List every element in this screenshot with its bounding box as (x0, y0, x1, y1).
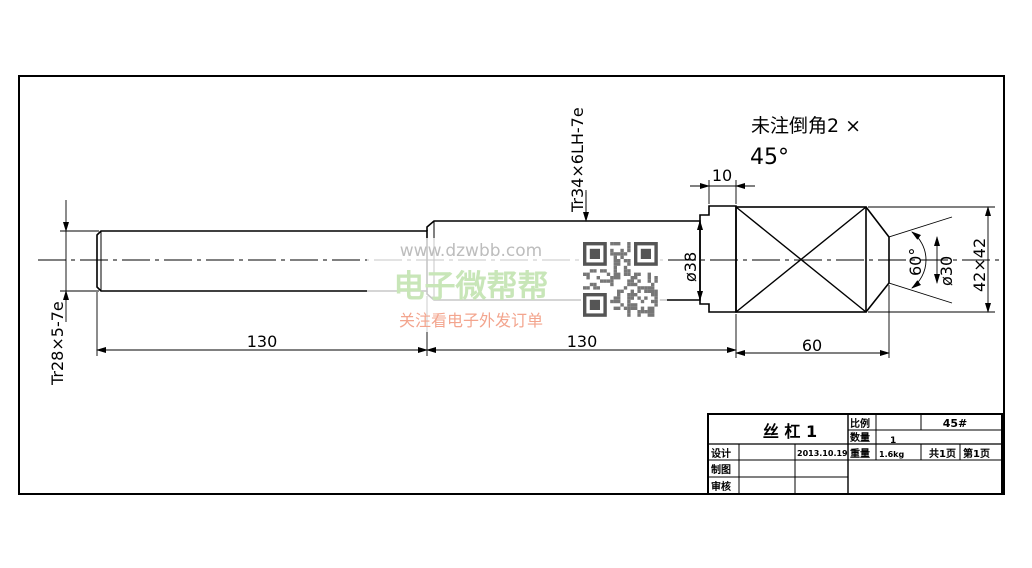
sheets-total: 共1页 (929, 447, 956, 460)
quantity-label: 数量 (850, 431, 870, 444)
sheet-number: 第1页 (963, 447, 990, 460)
checked-label: 审核 (711, 480, 731, 493)
chamfer-note-line2: 45° (750, 145, 789, 170)
weight-value: 1.6kg (879, 450, 904, 459)
chamfer-note-line1: 未注倒角2 × (751, 115, 861, 137)
dim-angle-60: 60° (906, 248, 925, 276)
dim-thread-mid: Tr34×6LH-7e (568, 107, 587, 213)
weight-label: 重量 (850, 447, 870, 460)
watermark-url: www.dzwbb.com (400, 241, 542, 261)
dim-length-right: 60 (802, 336, 822, 355)
quantity-value: 1 (890, 436, 896, 446)
title-block (707, 413, 1003, 495)
designed-date: 2013.10.19 (797, 449, 848, 458)
designed-label: 设计 (711, 447, 731, 460)
dim-collar-width: 10 (712, 166, 732, 185)
dim-diameter-30: ø30 (937, 256, 956, 286)
dim-thread-left: Tr28×5-7e (48, 301, 67, 386)
dim-square: 42×42 (970, 238, 989, 292)
watermark: www.dzwbb.com 电子微帮帮 关注看电子外发订单 (367, 238, 667, 332)
dim-diameter-38: ø38 (681, 252, 700, 282)
dim-length-mid: 130 (567, 332, 598, 351)
dimension-lines (60, 180, 995, 358)
drawing-frame (18, 75, 1005, 495)
part-name: 丝 杠 1 (763, 422, 817, 441)
dim-length-left: 130 (247, 332, 278, 351)
watermark-slogan: 关注看电子外发订单 (399, 311, 543, 330)
drawn-label: 制图 (711, 463, 731, 476)
qr-code (581, 240, 660, 319)
scale-label: 比例 (850, 417, 870, 430)
watermark-brand: 电子微帮帮 (394, 269, 549, 305)
material: 45# (943, 417, 968, 430)
